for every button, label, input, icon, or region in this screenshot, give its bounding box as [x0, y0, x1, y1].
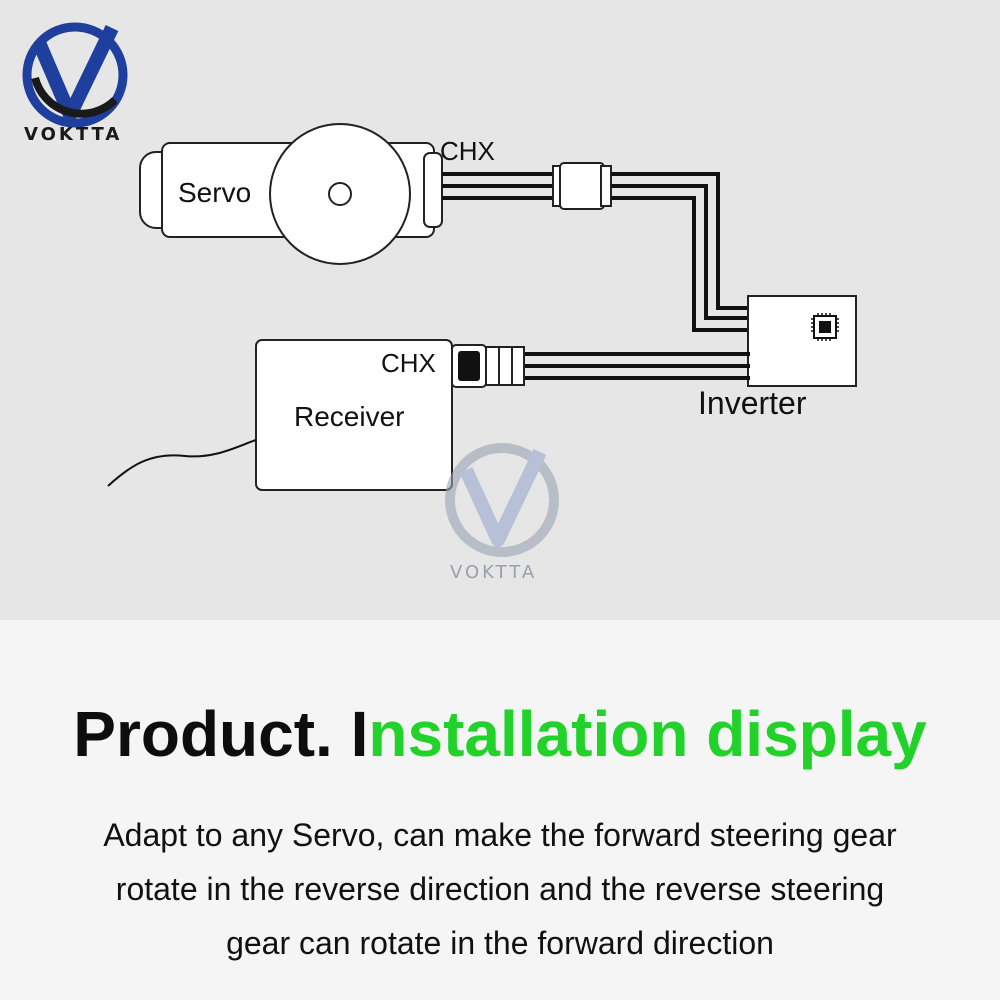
- description: Adapt to any Servo, can make the forward…: [30, 808, 970, 970]
- receiver-cable: [524, 352, 750, 380]
- headline-part2: nstallation display: [368, 698, 927, 770]
- description-line1: Adapt to any Servo, can make the forward…: [103, 817, 897, 853]
- brand-logo-icon: [22, 22, 128, 128]
- headline-part1: Product. I: [73, 698, 369, 770]
- brand-name: VOKTTA: [24, 124, 123, 145]
- chip-icon: [811, 313, 839, 341]
- watermark-logo-icon: [445, 443, 559, 557]
- inverter-box: [747, 295, 857, 387]
- servo-label: Servo: [178, 177, 251, 208]
- inverter-input-cable: [611, 172, 750, 332]
- servo-cable: [442, 172, 556, 200]
- receiver-antenna: [107, 439, 257, 487]
- watermark-brand-name: VOKTTA: [450, 562, 538, 583]
- description-line3: gear can rotate in the forward direction: [226, 925, 774, 961]
- headline: Product. Installation display: [0, 694, 1000, 774]
- receiver-box: [255, 339, 453, 491]
- caption-panel: [0, 620, 1000, 1000]
- description-line2: rotate in the reverse direction and the …: [115, 871, 885, 907]
- receiver-label: Receiver: [294, 401, 404, 432]
- wiring-diagram: Servo CHX Receiver CHX Inverter VOKTTA V…: [0, 0, 1000, 620]
- wiring-diagram-svg: Servo CHX Receiver CHX Inverter: [22, 22, 857, 557]
- receiver-connector: [451, 344, 525, 388]
- servo-channel-label: CHX: [440, 136, 495, 166]
- inverter-label: Inverter: [698, 385, 807, 421]
- servo: [139, 123, 443, 265]
- receiver-channel-label: CHX: [381, 348, 436, 378]
- servo-connector: [559, 162, 605, 210]
